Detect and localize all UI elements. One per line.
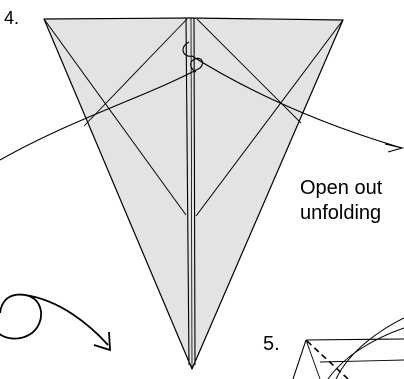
turn-over-arrow-icon	[0, 293, 111, 352]
left-flap-edge	[43, 18, 187, 216]
right-flap-edge	[195, 19, 344, 217]
center-edge-left	[185, 17, 190, 366]
step5-figure	[292, 317, 404, 379]
turn-over-tail	[24, 294, 109, 346]
open-out-arrow-icon	[0, 41, 404, 161]
center-crease	[190, 17, 193, 370]
step-5-number: 5.	[263, 333, 280, 355]
step5-lower-edge	[319, 359, 404, 363]
step5-flap-curve-inner	[327, 327, 404, 379]
step-4-number: 4.	[4, 8, 20, 28]
turn-over-arrowhead	[93, 331, 111, 352]
instruction-line-1: Open out	[300, 177, 383, 199]
step5-inner-edge	[305, 339, 321, 379]
center-edge-right	[193, 17, 196, 366]
left-diagonal-crease	[83, 18, 188, 127]
step5-left-edge	[292, 339, 307, 379]
step4-figure	[43, 17, 344, 370]
open-out-left-curve	[0, 57, 203, 161]
step5-top-edge	[305, 338, 404, 341]
step5-flap-curve-outer	[335, 317, 404, 379]
instruction-line-2: unfolding	[300, 202, 382, 224]
open-out-arrowhead	[384, 143, 404, 153]
right-diagonal-crease	[196, 18, 302, 124]
open-out-right-curve	[182, 41, 403, 149]
turn-over-loop	[0, 293, 42, 340]
